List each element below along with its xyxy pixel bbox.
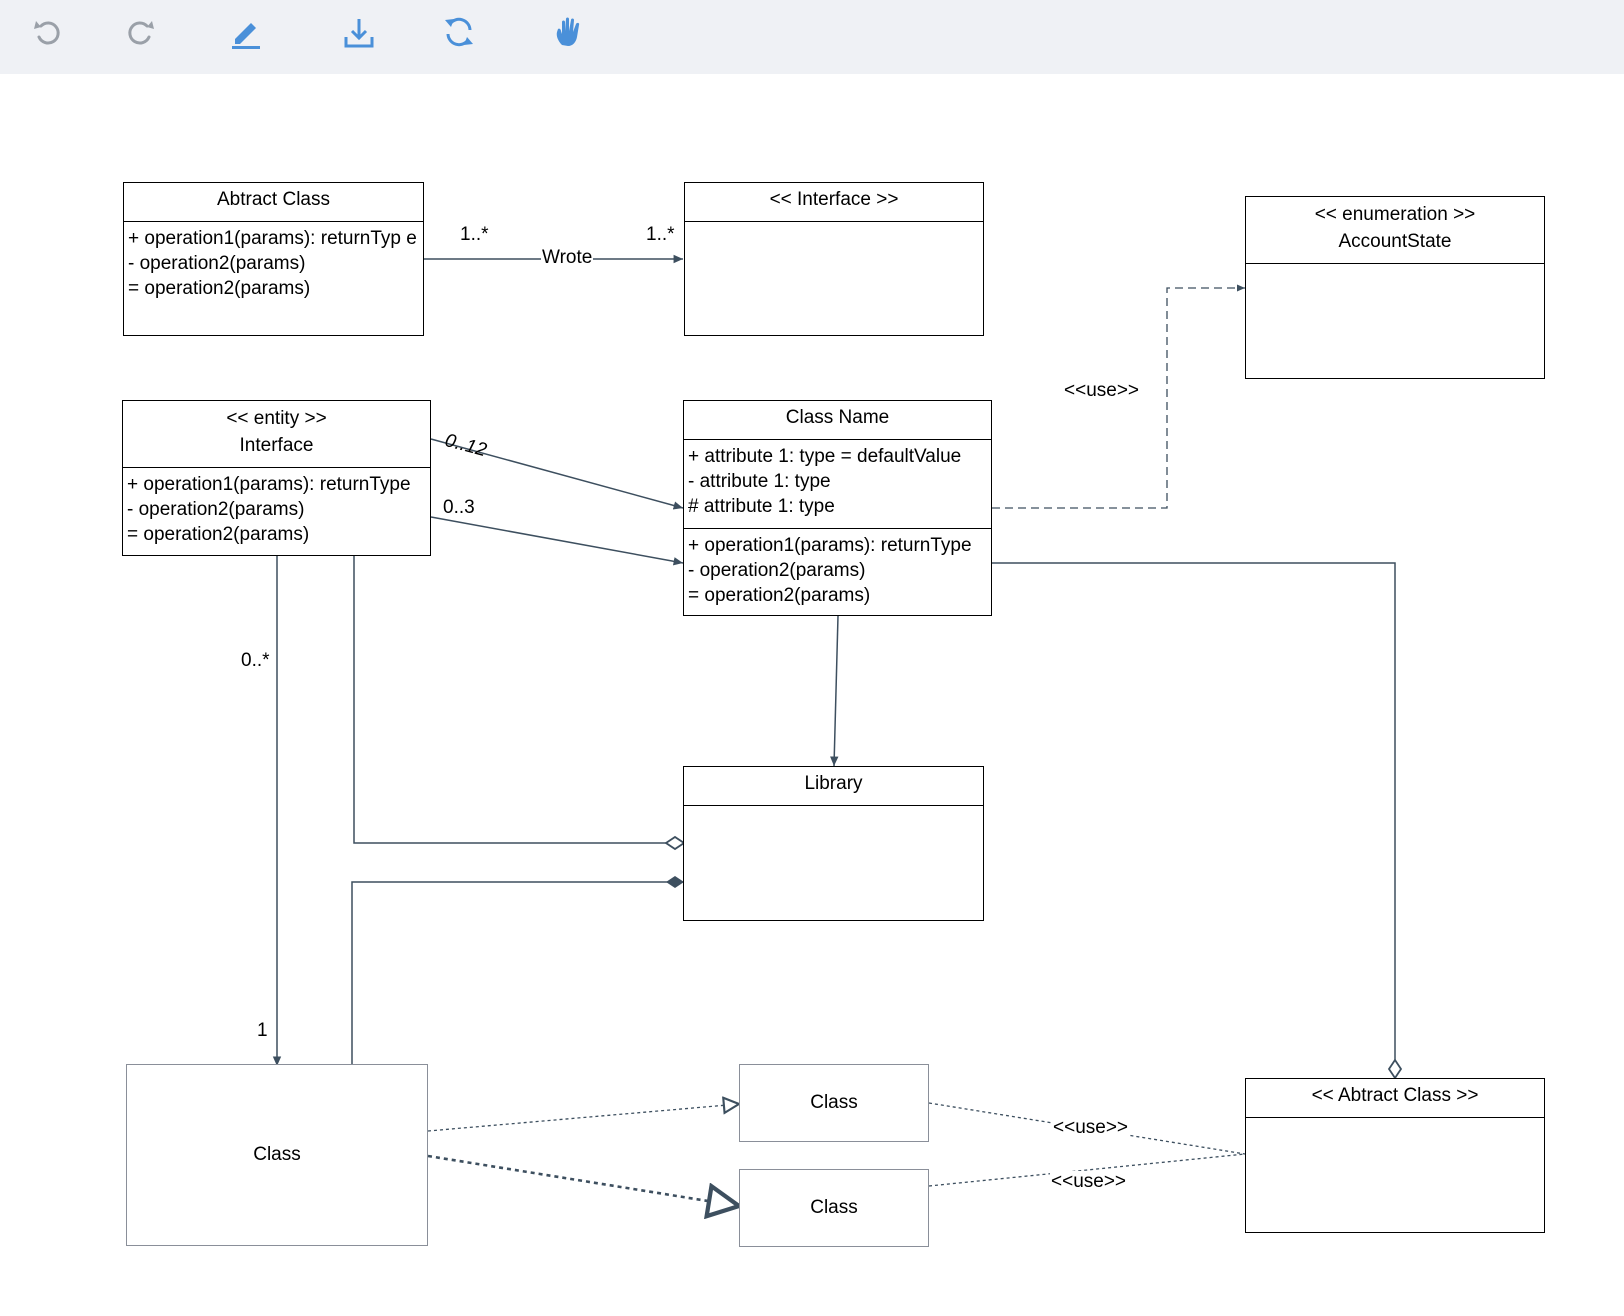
operation-line: = operation2(params) bbox=[128, 278, 311, 299]
node-header: << entity >> Interface bbox=[123, 401, 430, 468]
enumeration-node[interactable]: << enumeration >> AccountState bbox=[1245, 196, 1545, 379]
interface-node[interactable]: << Interface >> bbox=[684, 182, 984, 336]
class-node-mid-top[interactable]: Class bbox=[739, 1064, 929, 1142]
pan-button[interactable] bbox=[548, 12, 592, 56]
undo-button[interactable] bbox=[26, 12, 70, 56]
node-stereotype: << entity >> bbox=[226, 408, 327, 429]
operations-section: + operation1(params): returnTyp e - oper… bbox=[124, 222, 423, 301]
stereotype-label: <<use>> bbox=[1052, 1117, 1130, 1139]
operation-line: - operation2(params) bbox=[128, 253, 306, 274]
operation-line: + operation1(params): returnTyp e bbox=[128, 228, 417, 249]
abstract-class-bottom-node[interactable]: << Abtract Class >> bbox=[1245, 1078, 1545, 1233]
association-label: Wrote bbox=[541, 247, 594, 269]
attribute-line: # attribute 1: type bbox=[688, 496, 835, 517]
operation-line: + operation1(params): returnType bbox=[127, 474, 411, 495]
stereotype-label: <<use>> bbox=[1064, 380, 1140, 401]
refresh-button[interactable] bbox=[437, 12, 481, 56]
operation-line: + operation1(params): returnType bbox=[688, 535, 972, 556]
multiplicity-label: 0..* bbox=[241, 650, 270, 671]
attribute-line: - attribute 1: type bbox=[688, 471, 831, 492]
operation-line: - operation2(params) bbox=[127, 499, 305, 520]
operations-section: + operation1(params): returnType - opera… bbox=[123, 468, 430, 547]
node-label: Class bbox=[253, 1144, 301, 1165]
operation-line: - operation2(params) bbox=[688, 560, 866, 581]
abstract-class-node[interactable]: Abtract Class + operation1(params): retu… bbox=[123, 182, 424, 336]
edit-button[interactable] bbox=[224, 12, 268, 56]
operation-line: = operation2(params) bbox=[688, 585, 871, 606]
node-title: << Abtract Class >> bbox=[1246, 1079, 1544, 1118]
node-header: << enumeration >> AccountState bbox=[1246, 197, 1544, 264]
node-label: Class bbox=[810, 1197, 858, 1218]
attributes-section: + attribute 1: type = defaultValue - att… bbox=[684, 440, 991, 529]
operation-line: = operation2(params) bbox=[127, 524, 310, 545]
download-button[interactable] bbox=[337, 12, 381, 56]
multiplicity-label: 1..* bbox=[460, 224, 489, 245]
node-title: << Interface >> bbox=[685, 183, 983, 222]
node-title: AccountState bbox=[1338, 231, 1452, 252]
pencil-icon bbox=[229, 15, 263, 54]
node-title: Abtract Class bbox=[124, 183, 423, 222]
entity-interface-node[interactable]: << entity >> Interface + operation1(para… bbox=[122, 400, 431, 556]
attribute-line: + attribute 1: type = defaultValue bbox=[688, 446, 962, 467]
redo-icon bbox=[123, 15, 157, 54]
toolbar bbox=[0, 0, 1624, 74]
class-node-large[interactable]: Class bbox=[126, 1064, 428, 1246]
class-node-mid-bottom[interactable]: Class bbox=[739, 1169, 929, 1247]
hand-icon bbox=[553, 15, 587, 54]
undo-icon bbox=[31, 15, 65, 54]
multiplicity-label: 0..3 bbox=[443, 497, 475, 518]
node-stereotype: << enumeration >> bbox=[1314, 204, 1476, 225]
multiplicity-label: 1..* bbox=[646, 224, 675, 245]
download-icon bbox=[342, 15, 376, 54]
node-label: Class bbox=[810, 1092, 858, 1113]
library-node[interactable]: Library bbox=[683, 766, 984, 921]
node-title: Library bbox=[684, 767, 983, 806]
class-name-node[interactable]: Class Name + attribute 1: type = default… bbox=[683, 400, 992, 616]
redo-button[interactable] bbox=[118, 12, 162, 56]
node-title: Class Name bbox=[684, 401, 991, 440]
operations-section: + operation1(params): returnType - opera… bbox=[684, 529, 991, 608]
multiplicity-label: 1 bbox=[257, 1020, 268, 1041]
stereotype-label: <<use>> bbox=[1050, 1171, 1128, 1193]
refresh-icon bbox=[442, 15, 476, 54]
node-title: Interface bbox=[239, 435, 314, 456]
